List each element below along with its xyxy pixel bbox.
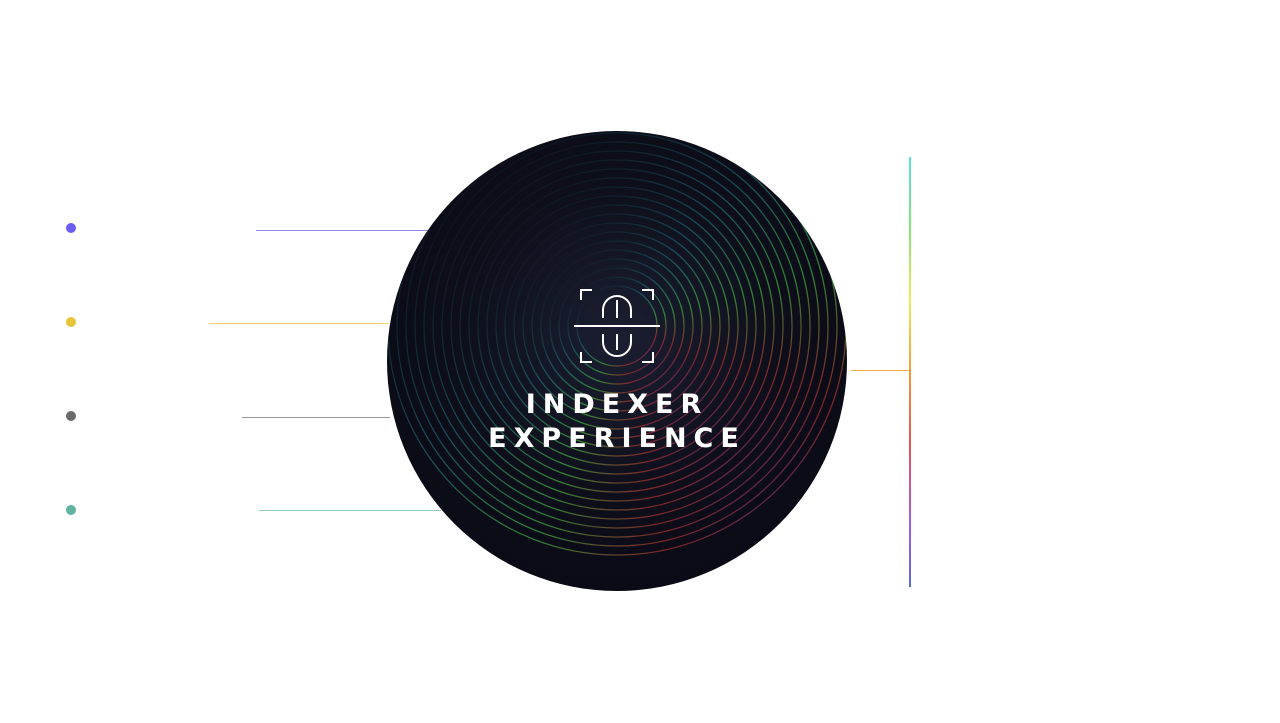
hub-ring <box>504 213 730 439</box>
left-item-connector-2 <box>209 323 389 324</box>
concentric-rings <box>387 131 847 556</box>
hub-ring <box>450 159 784 493</box>
right-connector-line <box>851 370 910 371</box>
hub-ring <box>459 168 775 484</box>
hub-ring <box>414 131 820 529</box>
hub-ring <box>432 141 802 511</box>
left-item-dot-1 <box>66 223 76 233</box>
hub-ring <box>441 150 793 502</box>
hub-ring <box>513 222 721 430</box>
hub-ring <box>540 249 694 403</box>
face-scan-icon <box>574 289 660 363</box>
left-item-connector-1 <box>256 230 428 231</box>
hub-ring <box>549 258 685 394</box>
hub-ring <box>477 186 757 466</box>
left-item-dot-4 <box>66 505 76 515</box>
hub-ring <box>531 240 703 412</box>
left-item-dot-3 <box>66 411 76 421</box>
hub-ring <box>495 204 739 448</box>
hub-ring <box>405 131 829 538</box>
left-item-dot-2 <box>66 317 76 327</box>
hub-ring <box>486 195 748 457</box>
hub-ring <box>396 131 838 547</box>
hub-ring <box>567 276 667 376</box>
hub-ring <box>423 132 811 520</box>
spectrum-bar <box>909 157 911 587</box>
hub-ring <box>522 231 712 421</box>
hub-ring <box>468 177 766 475</box>
hub-ring <box>387 131 847 556</box>
left-item-connector-4 <box>259 510 441 511</box>
hub-ring <box>558 267 676 385</box>
hub-title-line-2: EXPERIENCE <box>488 423 746 454</box>
left-item-connector-3 <box>242 417 390 418</box>
hub-title-line-1: INDEXER <box>525 389 709 420</box>
central-hub-circle: INDEXER EXPERIENCE <box>387 131 847 591</box>
